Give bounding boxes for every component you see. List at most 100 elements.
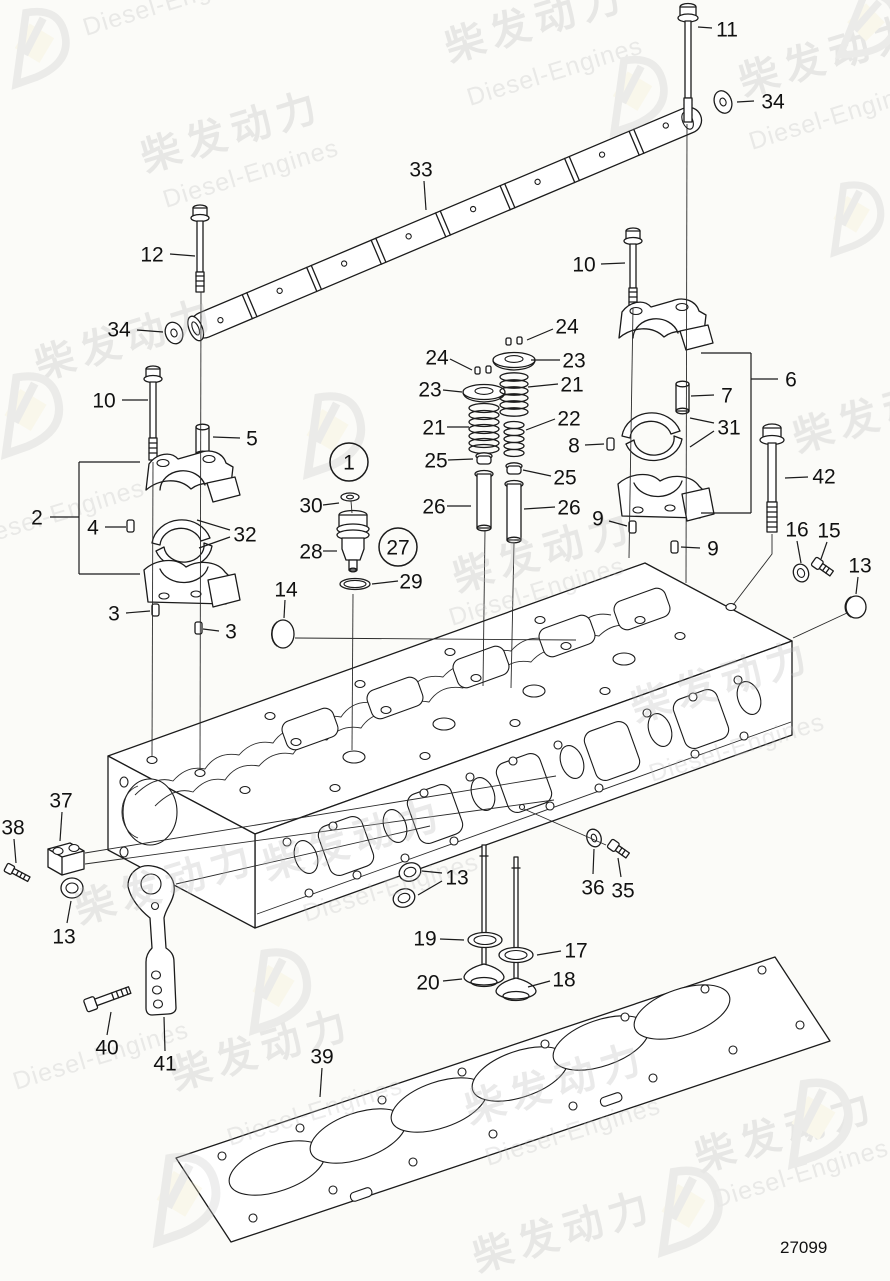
- callout-leader-8: [584, 443, 605, 446]
- callout-leader-9: [680, 546, 701, 549]
- bolt-12: [190, 204, 210, 293]
- bearing-shells-31: [621, 412, 683, 462]
- watermark-text: 柴发动力: [467, 1183, 660, 1281]
- callout-leader-13: [66, 900, 72, 924]
- clamp-37: [47, 842, 85, 876]
- callout-label-35: 35: [611, 880, 634, 903]
- callout-leader-38: [13, 838, 17, 864]
- callout-leader-34: [736, 100, 755, 103]
- callout-leader-10: [600, 262, 626, 265]
- callout-label-26: 26: [422, 496, 445, 519]
- callout-label-23: 23: [418, 379, 441, 402]
- callout-label-7: 7: [721, 385, 733, 408]
- spacer-7: [675, 380, 690, 415]
- bearing-cap-upper-right: [618, 298, 714, 351]
- callout-label-41: 41: [153, 1053, 176, 1076]
- callout-label-9: 9: [707, 538, 719, 561]
- callout-label-9: 9: [592, 508, 604, 531]
- bolt-40: [83, 986, 132, 1013]
- callout-leader-20: [442, 978, 463, 982]
- washer-36: [586, 828, 602, 848]
- callout-label-27: 27: [386, 537, 409, 560]
- callout-label-37: 37: [49, 790, 72, 813]
- callout-leader-11: [697, 26, 713, 29]
- callout-leader-33: [423, 180, 427, 211]
- o-ring-29: [339, 577, 371, 591]
- callout-leader-13: [421, 870, 443, 874]
- screw-38: [3, 862, 31, 883]
- callout-leader-19: [439, 938, 465, 941]
- callout-label-21: 21: [422, 417, 445, 440]
- seat-ring-19: [467, 931, 503, 949]
- callout-label-17: 17: [564, 940, 587, 963]
- valve-spring-21-right: [499, 372, 529, 417]
- callout-leader-22: [525, 418, 556, 431]
- callout-leader-29: [371, 580, 399, 585]
- valve-guide-26-right: [504, 479, 524, 544]
- callout-label-13: 13: [52, 926, 75, 949]
- bearing-cap-lower-right: [617, 473, 715, 522]
- callout-leader-42: [784, 476, 809, 479]
- watermark-text: Diesel-Engines: [0, 474, 148, 554]
- callout-label-2: 2: [31, 507, 43, 530]
- callout-label-3: 3: [225, 621, 237, 644]
- callout-label-19: 19: [413, 928, 436, 951]
- callout-label-10: 10: [572, 254, 595, 277]
- valve-retainer-23-left: [462, 383, 506, 403]
- callout-leader-7: [690, 394, 715, 397]
- callout-leader-34: [136, 329, 164, 333]
- callout-leader-9: [608, 520, 628, 527]
- screw-35: [606, 838, 631, 859]
- callout-leader-24: [526, 328, 554, 341]
- washer-34-right: [713, 90, 733, 114]
- pin-9a: [628, 520, 637, 534]
- callout-label-34: 34: [761, 91, 785, 114]
- bolt-10-right: [623, 227, 643, 308]
- valve-collets-24-right: [505, 336, 523, 346]
- seat-ring-17: [498, 946, 534, 964]
- assembly-center-lines: [84, 123, 848, 885]
- callout-leader-18: [527, 980, 551, 988]
- callout-label-29: 29: [399, 571, 422, 594]
- callout-leader-31: [689, 417, 715, 424]
- callout-leader-15: [820, 541, 828, 560]
- callout-leader-36: [592, 848, 595, 875]
- callout-label-13: 13: [445, 867, 468, 890]
- callout-leader-37: [59, 811, 63, 842]
- callout-leader-14: [283, 599, 286, 619]
- callout-label-30: 30: [299, 495, 322, 518]
- callout-label-28: 28: [299, 541, 322, 564]
- callout-leader-3: [202, 628, 220, 632]
- callout-leader-40: [106, 1011, 112, 1036]
- callout-label-8: 8: [568, 435, 580, 458]
- washer-34-left: [164, 321, 184, 345]
- callout-leader-21: [527, 383, 559, 388]
- watermark-text: Diesel-Engines: [80, 0, 262, 42]
- callout-leader-13: [417, 880, 443, 896]
- callout-leader-32: [196, 519, 231, 531]
- valve-seal-25-right: [505, 462, 523, 475]
- callout-leader-30: [322, 502, 340, 506]
- callout-leader-23: [442, 389, 463, 393]
- valve-retainer-23-right: [492, 351, 536, 371]
- callout-label-16: 16: [785, 519, 808, 542]
- pin-9b: [670, 540, 679, 554]
- valve-18: [495, 856, 537, 1002]
- callout-leader-32: [198, 536, 231, 549]
- pin-4: [126, 519, 135, 533]
- callout-label-10: 10: [92, 390, 115, 413]
- callout-label-12: 12: [140, 244, 163, 267]
- callout-label-24: 24: [425, 347, 449, 370]
- bolt-11: [677, 2, 699, 123]
- bearing-cap-lower-left: [143, 559, 241, 608]
- seal-ring-13-front-a: [398, 862, 422, 882]
- head-gasket: [175, 956, 831, 1243]
- callout-label-13: 13: [848, 555, 871, 578]
- cup-plug-14: [271, 619, 295, 649]
- valve-spring-22-inner: [503, 420, 525, 458]
- bearing-cap-upper-left: [145, 450, 241, 503]
- callout-leader-24: [449, 358, 473, 371]
- pin-3b: [194, 621, 203, 635]
- callout-leader-5: [212, 436, 241, 439]
